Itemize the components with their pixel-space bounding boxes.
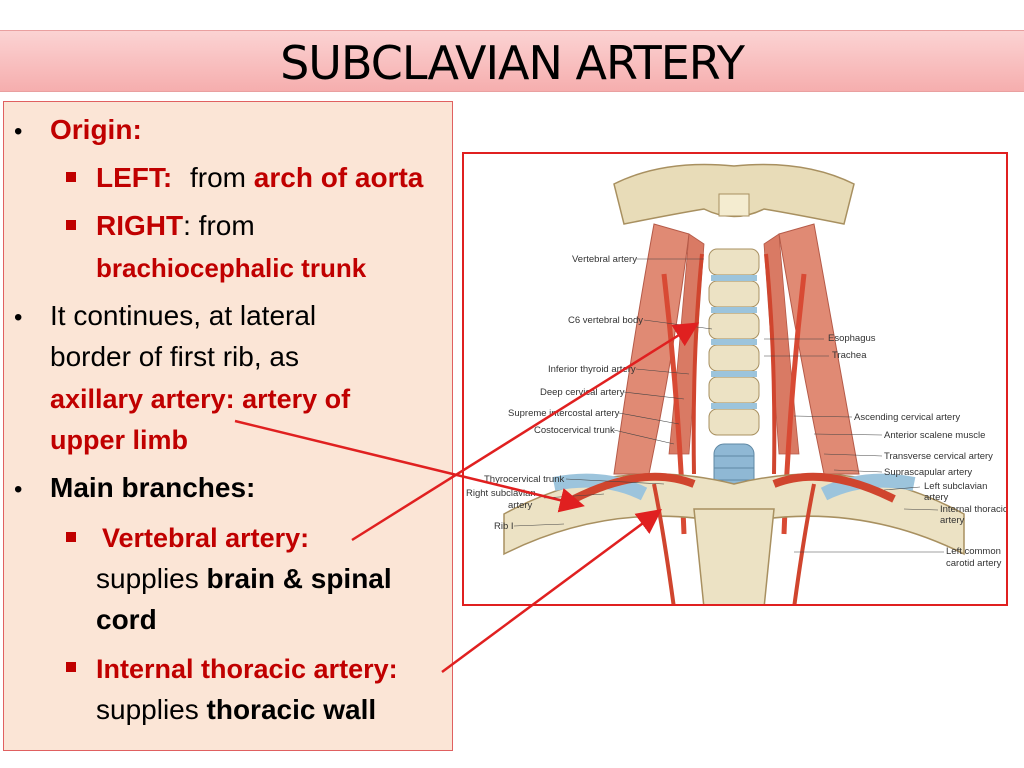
label-rib-i: Rib I xyxy=(494,521,514,532)
vertebral-supplies-text: supplies xyxy=(96,563,199,594)
label-transverse-cervical-artery: Transverse cervical artery xyxy=(884,451,993,462)
thoracic-supplies-text: supplies xyxy=(96,694,199,725)
thoracic-supplies: supplies thoracic wall xyxy=(96,690,376,730)
vertebral-label: Vertebral artery: xyxy=(102,523,310,553)
title-bar xyxy=(0,30,1024,92)
slide-title: SUBCLAVIAN ARTERY xyxy=(280,36,745,90)
vertebral-target-2: cord xyxy=(96,604,157,635)
square-bullet-icon xyxy=(66,662,76,672)
label-left-common-carotid-artery-2: carotid artery xyxy=(946,558,1002,569)
label-ascending-cervical-artery: Ascending cervical artery xyxy=(854,412,960,423)
label-deep-cervical-artery: Deep cervical artery xyxy=(540,387,625,398)
label-left-common-carotid-artery: Left common xyxy=(946,546,1001,557)
label-supreme-intercostal-artery: Supreme intercostal artery xyxy=(508,408,620,419)
label-c6-vertebral-body: C6 vertebral body xyxy=(568,315,643,326)
label-left-subclavian-artery-2: artery xyxy=(924,492,949,503)
left-from: from xyxy=(190,162,246,193)
label-suprascapular-artery: Suprascapular artery xyxy=(884,467,972,478)
continues-red-line-1: axillary artery: artery of xyxy=(50,384,351,414)
label-anterior-scalene-muscle: Anterior scalene muscle xyxy=(884,430,985,441)
label-costocervical-trunk: Costocervical trunk xyxy=(534,425,615,436)
bullet-icon: • xyxy=(14,304,23,331)
origin-left: LEFT: from arch of aorta xyxy=(96,158,423,198)
right-value: brachiocephalic trunk xyxy=(96,253,367,283)
anatomy-diagram: Vertebral artery C6 vertebral body Infer… xyxy=(462,152,1008,606)
label-left-subclavian-artery: Left subclavian xyxy=(924,481,987,492)
square-bullet-icon xyxy=(66,220,76,230)
origin-right: RIGHT: from xyxy=(96,206,255,246)
right-label: RIGHT xyxy=(96,210,184,241)
label-internal-thoracic-artery: Internal thoracic xyxy=(940,504,1008,515)
right-from: : from xyxy=(183,210,255,241)
square-bullet-icon xyxy=(66,172,76,182)
thoracic-label: Internal thoracic artery: xyxy=(96,654,398,684)
thoracic-target: thoracic wall xyxy=(206,694,377,725)
label-thyrocervical-trunk: Thyrocervical trunk xyxy=(484,474,564,485)
origin-heading: Origin: xyxy=(50,114,142,145)
vertebral-target-1: brain & spinal xyxy=(206,563,392,594)
continues-red-line-2: upper limb xyxy=(50,425,189,455)
label-vertebral-artery: Vertebral artery xyxy=(572,254,637,265)
text-panel: • Origin: LEFT: from arch of aorta RIGHT… xyxy=(3,101,453,751)
branches-heading: Main branches: xyxy=(50,472,256,503)
label-esophagus: Esophagus xyxy=(828,333,876,344)
label-internal-thoracic-artery-2: artery xyxy=(940,515,965,526)
continues-line-1: It continues, at lateral xyxy=(50,300,317,331)
left-value: arch of aorta xyxy=(253,162,424,193)
label-inferior-thyroid-artery: Inferior thyroid artery xyxy=(548,364,636,375)
neck-anatomy-illustration: Vertebral artery C6 vertebral body Infer… xyxy=(466,163,1008,604)
vertebral-supplies: supplies brain & spinal xyxy=(96,559,392,599)
label-right-subclavian-artery: Right subclavian xyxy=(466,488,536,499)
square-bullet-icon xyxy=(66,532,76,542)
bullet-icon: • xyxy=(14,118,23,145)
label-right-subclavian-artery-2: artery xyxy=(508,500,533,511)
continues-line-2: border of first rib, as xyxy=(50,341,299,372)
bullet-icon: • xyxy=(14,476,23,503)
label-trachea: Trachea xyxy=(832,350,867,361)
left-label: LEFT: xyxy=(96,162,173,193)
